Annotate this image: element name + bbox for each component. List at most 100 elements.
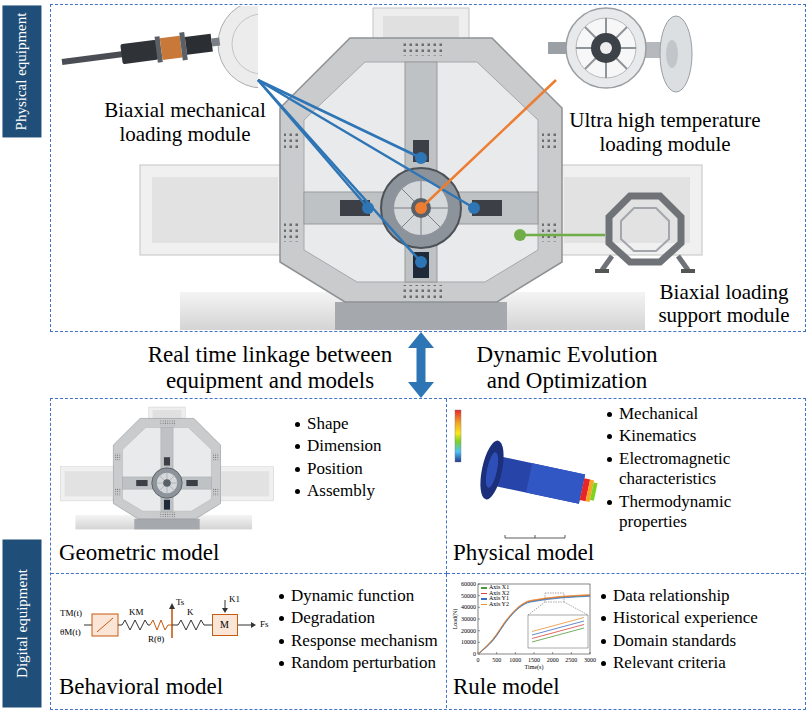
bullet-dot [601, 661, 606, 666]
tick-label: 60000 [461, 581, 476, 588]
simulation-image [489, 455, 585, 503]
furnace-module-image [600, 42, 612, 54]
digital-region: Geometric model ShapeDimensionPositionAss… [50, 398, 806, 710]
tick-label: 10000 [461, 639, 476, 646]
bullet-row: Relevant criteria [601, 653, 758, 673]
test-machine [335, 302, 507, 330]
behavior-schematic [97, 618, 113, 632]
box-label: M [213, 615, 237, 635]
bullet-item: Thermodynamic properties [619, 492, 735, 533]
actuator-module-image [60, 28, 221, 76]
furnace-module-image [548, 42, 568, 54]
actuator-module-image [211, 38, 220, 47]
actuator-module-image [232, 14, 258, 74]
bullet-dot [295, 489, 300, 494]
load-chart [545, 593, 564, 602]
tick-label: 2000 [547, 657, 559, 664]
panel-heading: Behavioral model [59, 674, 223, 700]
simulation-image [455, 410, 602, 538]
leader-line [258, 80, 421, 262]
bullet-item: Relevant criteria [613, 653, 726, 673]
furnace-module-image [585, 27, 627, 69]
tick-label: 1500 [528, 657, 540, 664]
bullet-row: Domain standards [601, 631, 758, 651]
actuator-module-image [60, 6, 258, 88]
panel-heading: Rule model [453, 674, 560, 700]
legend-text: Axis Y2 [489, 602, 509, 608]
load-curve [478, 595, 590, 654]
zoom-curve [532, 628, 584, 642]
bullet-row: Mechanical [607, 404, 735, 424]
furnace-module-image [660, 16, 692, 92]
behavior-schematic [251, 622, 256, 628]
leader-line [258, 80, 421, 158]
behavior-schematic [171, 608, 173, 638]
load-chart [478, 584, 590, 654]
furnace-module-image [585, 27, 627, 69]
behavior-schematic [238, 625, 252, 626]
tick-label: 500 [492, 657, 501, 664]
load-chart [564, 602, 588, 615]
simulation-image [526, 463, 585, 504]
model-panel: M Behavioral model Dynamic functionDegrada… [51, 574, 447, 708]
symbol-label: TM(t) [60, 608, 82, 618]
bullet-item: Domain standards [613, 631, 736, 651]
bullet-dot [279, 616, 284, 621]
load-chart [528, 615, 588, 648]
bullet-item: Random perturbation [291, 653, 436, 673]
panel-heading: Geometric model [59, 540, 219, 566]
test-machine [400, 285, 442, 299]
load-chart [590, 652, 591, 654]
bullet-row: Position [295, 459, 382, 479]
test-machine [284, 130, 300, 150]
bullet-row: Kinematics [607, 426, 735, 446]
behavior-schematic [118, 620, 150, 630]
bullet-dot [607, 457, 612, 462]
tick-label: 30000 [461, 616, 476, 623]
support-module-image [595, 196, 695, 273]
legend-swatch [481, 604, 487, 606]
bullet-list: ShapeDimensionPositionAssembly [295, 414, 382, 502]
actuator-module-image [120, 40, 158, 64]
tick-label: 40000 [461, 604, 476, 611]
load-chart [478, 584, 590, 654]
load-chart [571, 652, 572, 654]
load-chart [478, 630, 480, 631]
test-machine [542, 222, 558, 242]
actuator-module-image [218, 6, 258, 88]
marker-dot [415, 152, 427, 164]
bullet-dot [607, 412, 612, 417]
actuator-module-image [185, 34, 213, 55]
legend-swatch [481, 587, 487, 589]
actuator-module-image [160, 36, 183, 60]
simulation-image [476, 439, 602, 522]
test-machine [280, 38, 562, 302]
bullet-row: Shape [295, 414, 382, 434]
zoom-curve [532, 625, 584, 639]
bullet-dot [295, 444, 300, 449]
support-module-image [678, 256, 688, 270]
bullet-row: Assembly [295, 481, 382, 501]
behavior-schematic [84, 625, 92, 626]
load-chart [478, 584, 480, 585]
load-chart [478, 595, 480, 596]
module-label: Biaxial mechanical loading module [103, 98, 268, 146]
marker-dot [468, 202, 480, 214]
furnace-module-image [666, 40, 678, 68]
bullet-item: Dimension [307, 436, 382, 456]
support-module-image [609, 196, 681, 262]
bullet-row: Data relationship [601, 586, 758, 606]
bullet-item: Response mechanism [291, 631, 438, 651]
symbol-label: K [187, 607, 194, 617]
test-machine [140, 165, 290, 255]
test-machine [284, 222, 300, 242]
bullet-list: Dynamic functionDegradationResponse mech… [279, 586, 438, 674]
symbol-label: R(θ) [148, 634, 164, 644]
actuator-module-image [62, 51, 124, 65]
bullet-dot [279, 639, 284, 644]
bullet-row: Random perturbation [279, 653, 438, 673]
link-caption: Dynamic Evolution and Optimization [475, 342, 659, 395]
bullet-dot [601, 616, 606, 621]
module-label: Biaxial loading support module [657, 281, 792, 327]
bullet-row: Dynamic function [279, 586, 438, 606]
